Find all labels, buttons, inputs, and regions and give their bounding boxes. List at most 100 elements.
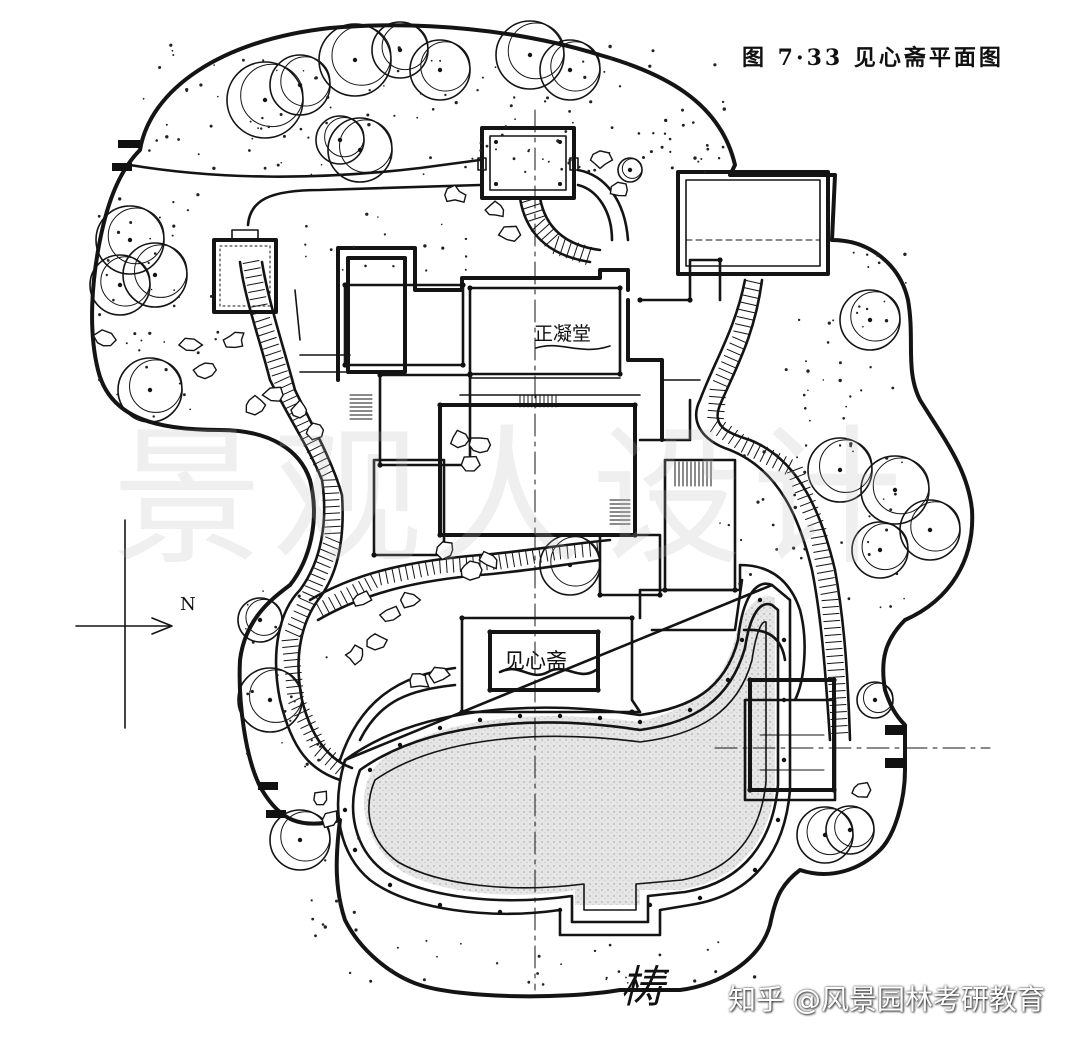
hall-label-underline — [535, 344, 611, 351]
tree-canopy — [495, 20, 565, 90]
rock — [851, 781, 872, 798]
column — [437, 532, 443, 538]
column — [687, 297, 693, 303]
column — [632, 532, 638, 538]
ground-stipple — [97, 43, 907, 986]
rock — [460, 560, 483, 581]
column — [371, 552, 377, 558]
rock — [313, 790, 328, 806]
column — [342, 282, 348, 288]
tree-canopy — [269, 809, 331, 871]
rock — [305, 422, 325, 441]
rock — [92, 329, 118, 347]
rock — [449, 429, 470, 449]
rock — [428, 666, 452, 684]
tree-canopy — [122, 242, 188, 308]
pond-bank-inner — [368, 621, 767, 911]
hall-stairs — [349, 394, 712, 525]
garden-gates — [112, 140, 907, 818]
pavilion-stair-treads — [520, 196, 592, 265]
rockery-stones — [92, 150, 872, 829]
column — [632, 402, 638, 408]
rock — [366, 632, 389, 651]
tree-canopy — [796, 806, 854, 864]
tree-canopy — [269, 54, 331, 116]
tree-canopy — [95, 205, 165, 275]
column — [657, 592, 663, 598]
tree-canopy — [839, 289, 901, 351]
rock — [497, 225, 522, 242]
west-pavilion — [212, 229, 278, 314]
column — [617, 371, 623, 377]
tree-canopy — [856, 681, 894, 719]
north-label: N — [180, 594, 196, 615]
rock — [378, 605, 402, 623]
tree-canopy — [409, 39, 471, 101]
east-corridor — [694, 278, 852, 742]
watermark: 景观人设计 — [112, 412, 912, 586]
column — [617, 285, 623, 291]
column — [377, 462, 383, 468]
artist-signature: 梼 — [620, 962, 670, 1013]
column — [597, 592, 603, 598]
rock — [444, 184, 467, 204]
rock — [192, 362, 218, 380]
tree-canopy — [371, 21, 429, 79]
axis-lines — [534, 109, 991, 991]
trees — [89, 20, 961, 871]
tree-canopy — [851, 521, 909, 579]
tree-canopy — [807, 437, 873, 503]
column — [637, 297, 643, 303]
rock — [177, 337, 204, 352]
tree-canopy — [825, 805, 875, 855]
rock — [399, 591, 422, 609]
pond-bank-outer — [336, 582, 792, 937]
tree-canopy — [237, 597, 283, 643]
northeast-hall — [676, 170, 830, 276]
column — [342, 362, 348, 368]
figure-title: 图 7·33 见心斋平面图 — [742, 45, 1004, 71]
tree-canopy — [617, 157, 643, 183]
tree-canopy — [226, 61, 304, 139]
rock — [352, 590, 373, 607]
tree-canopy — [539, 39, 601, 101]
rock — [290, 398, 308, 419]
rock — [222, 331, 245, 349]
tree-canopy — [315, 115, 365, 165]
tree-canopy — [318, 23, 392, 97]
column — [460, 362, 466, 368]
pavilion-stair-curve — [518, 196, 602, 264]
rock — [468, 437, 492, 454]
rock — [589, 150, 614, 170]
tree-canopy — [89, 254, 151, 316]
pond-bank-mid — [351, 602, 780, 924]
inner-wall — [128, 158, 482, 227]
east-covered-corridor — [707, 279, 849, 734]
rock — [460, 455, 481, 472]
column — [460, 282, 466, 288]
rock — [321, 810, 338, 829]
rock — [478, 550, 498, 570]
column — [467, 372, 473, 378]
rock — [409, 672, 430, 688]
garden-boundary — [90, 23, 975, 999]
tree-canopy — [539, 534, 601, 596]
column — [467, 285, 473, 291]
north-arrow — [75, 519, 173, 729]
east-pavilion — [748, 678, 836, 792]
tree-canopy — [117, 357, 183, 423]
rock — [435, 541, 454, 561]
pavilion-east-stair — [576, 168, 630, 242]
tree-canopy — [860, 455, 930, 525]
column — [717, 257, 723, 263]
hall-label: 正凝堂 — [534, 323, 591, 345]
rock — [261, 386, 284, 402]
column — [437, 402, 443, 408]
rock — [609, 181, 629, 197]
pond-water — [363, 596, 775, 905]
tree-canopy — [327, 117, 393, 183]
pond-bank-posts — [342, 597, 787, 915]
rock — [245, 394, 267, 416]
rock — [484, 200, 505, 218]
